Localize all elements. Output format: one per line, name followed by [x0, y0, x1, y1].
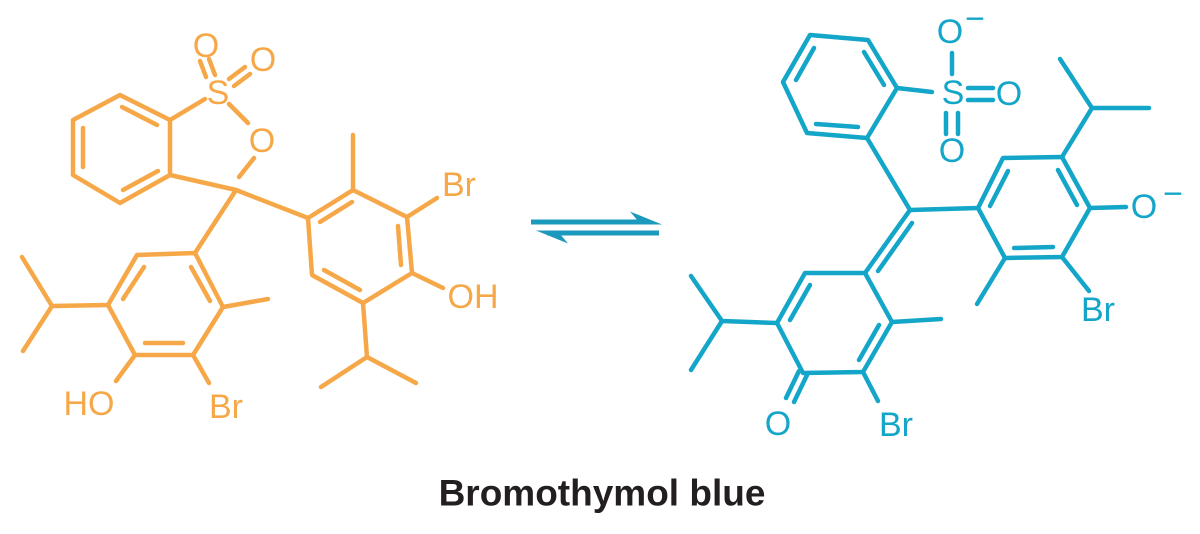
acid-sulfonyl-o-right-label: O [250, 41, 276, 79]
acid-central-carbon-bonds [192, 187, 311, 256]
acid-sultone-ring-bonds [167, 96, 257, 193]
acid-lower-ring [105, 250, 226, 358]
base-bromo-quinoid-label: Br [879, 406, 913, 444]
base-quinone-o-label: O [765, 405, 791, 443]
acid-right-ring-substituents [318, 132, 446, 390]
acid-sulfonyl-o-left-label: O [193, 27, 219, 65]
base-quinoid-double-bonds [787, 282, 882, 363]
base-sulfonate-charge-label: − [965, 0, 985, 38]
base-top-ring-double-bonds [793, 45, 887, 130]
acid-benzo-ring [70, 92, 173, 206]
acid-right-ring [305, 187, 415, 306]
base-sulfonate-o-bottom-label: O [939, 132, 965, 170]
reverse-arrow-head [536, 230, 568, 244]
base-sulfonate-o-right-label: O [996, 75, 1022, 113]
base-sulfonate-o-top-label: O [937, 13, 963, 51]
base-ketone-double-bond [783, 368, 810, 405]
base-phenolate-charge-label: − [1163, 175, 1183, 213]
base-sulfonate-bonds [943, 50, 996, 137]
base-phenolate-substituents [974, 56, 1152, 307]
base-quinoid-substituents [688, 273, 944, 404]
base-exocyclic-double-bond [862, 207, 915, 276]
base-form-structure: O − S O O O − Br Br O [688, 0, 1183, 444]
acid-form-structure: O O S O Br OH HO Br [19, 27, 499, 426]
forward-arrow-head [630, 211, 662, 225]
base-top-ring-links [864, 85, 935, 213]
base-quinoid-ring [774, 270, 895, 376]
acid-lower-ring-substituents [19, 254, 271, 386]
acid-benzo-ring-double-bonds [80, 104, 161, 193]
acid-hydroxyl-lower-label: HO [64, 385, 115, 423]
acid-bromo-lower-label: Br [209, 388, 243, 426]
acid-hydroxyl-upper-label: OH [448, 278, 499, 316]
base-sulfur-label: S [942, 74, 965, 112]
base-phenolate-o-label: O [1131, 188, 1157, 226]
acid-sulfonyl-double-bonds [197, 56, 253, 89]
base-phenolate-double-bonds [987, 167, 1080, 251]
base-phenolate-ring [975, 154, 1093, 261]
acid-sulfur-label: S [207, 74, 230, 112]
acid-lower-ring-double-bonds [120, 264, 213, 346]
base-bromo-phenolate-label: Br [1081, 291, 1115, 329]
base-top-ring [780, 32, 900, 141]
equilibrium-arrows [531, 211, 662, 244]
acid-bromo-upper-label: Br [442, 166, 476, 204]
base-central-bond [907, 205, 981, 213]
compound-title: Bromothymol blue [439, 473, 766, 514]
acid-ring-oxygen-label: O [249, 122, 275, 160]
acid-right-ring-double-bonds [317, 199, 404, 293]
